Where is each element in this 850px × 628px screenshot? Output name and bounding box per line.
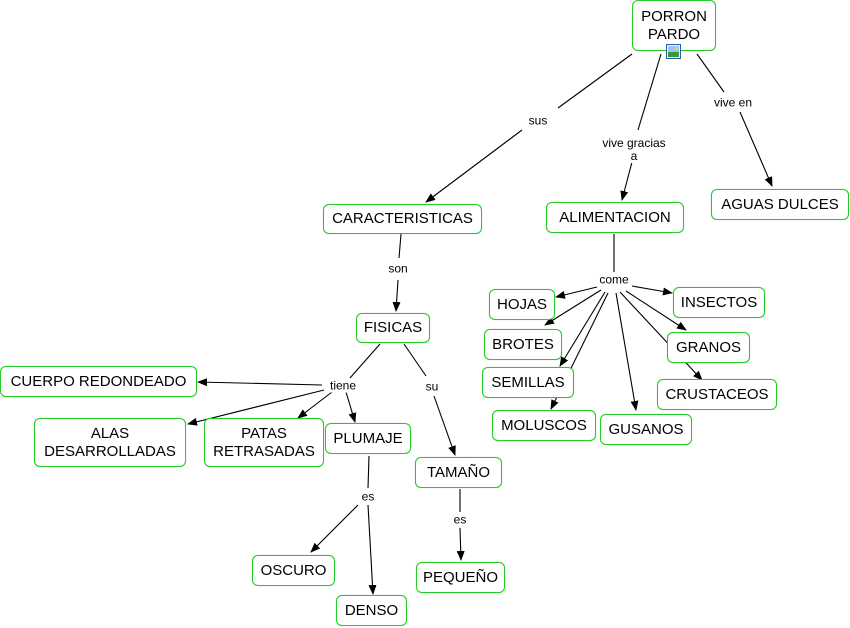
link-label-sus: sus (526, 113, 550, 128)
link-label-es-tamano: es (451, 512, 469, 527)
node-plumaje[interactable]: PLUMAJE (325, 423, 411, 454)
link-label-come: come (597, 272, 631, 287)
node-patas-retrasadas[interactable]: PATAS RETRASADAS (204, 418, 324, 467)
node-gusanos[interactable]: GUSANOS (600, 414, 692, 445)
link-label-son: son (386, 261, 410, 276)
node-cuerpo-redondeado[interactable]: CUERPO REDONDEADO (0, 366, 197, 397)
node-caracteristicas[interactable]: CARACTERISTICAS (323, 204, 482, 234)
node-pequeno[interactable]: PEQUEÑO (416, 562, 505, 593)
link-label-vive-gracias-a: vive gracias a (600, 136, 668, 163)
node-crustaceos[interactable]: CRUSTACEOS (657, 379, 777, 410)
node-denso[interactable]: DENSO (336, 595, 407, 626)
node-tamano[interactable]: TAMAÑO (415, 457, 502, 488)
link-label-es-plumaje: es (359, 489, 377, 504)
node-granos[interactable]: GRANOS (667, 332, 750, 363)
node-brotes[interactable]: BROTES (484, 329, 562, 360)
node-semillas[interactable]: SEMILLAS (482, 367, 574, 398)
link-label-su: su (423, 379, 441, 394)
node-alimentacion[interactable]: ALIMENTACION (546, 202, 684, 233)
node-alas-desarrolladas[interactable]: ALAS DESARROLLADAS (34, 418, 186, 467)
node-oscuro[interactable]: OSCURO (252, 555, 335, 586)
node-porron-pardo[interactable]: PORRON PARDO (632, 0, 716, 51)
link-label-vive-en: vive en (711, 95, 755, 110)
node-moluscos[interactable]: MOLUSCOS (492, 410, 596, 441)
node-insectos[interactable]: INSECTOS (673, 287, 765, 318)
node-aguas-dulces[interactable]: AGUAS DULCES (711, 189, 849, 220)
node-fisicas[interactable]: FISICAS (356, 313, 430, 343)
link-label-tiene: tiene (327, 378, 359, 393)
node-hojas[interactable]: HOJAS (489, 289, 555, 320)
image-icon[interactable] (666, 44, 681, 59)
